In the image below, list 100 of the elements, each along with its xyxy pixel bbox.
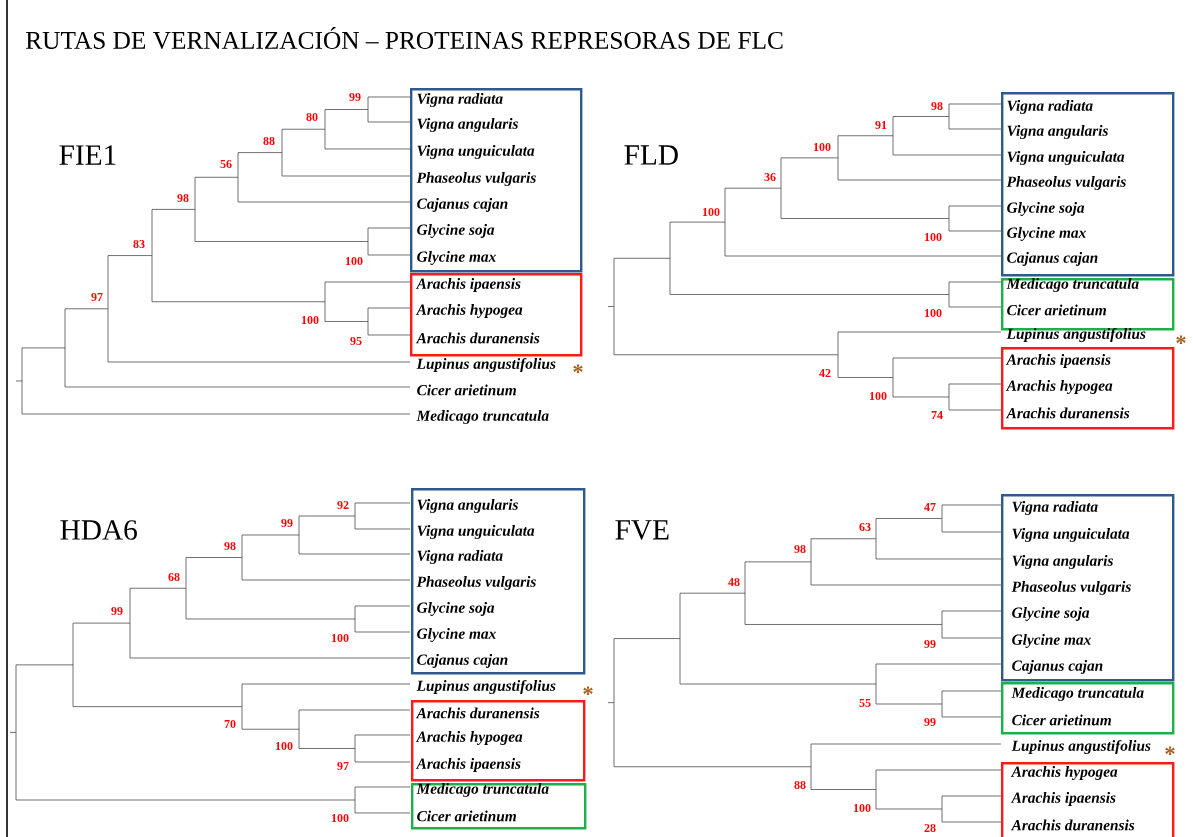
bootstrap-value: 98: [224, 541, 236, 551]
bootstrap-value: 83: [133, 239, 145, 249]
species-name: Lupinus angustifolius: [1006, 327, 1146, 342]
species-name: Cicer arietinum: [1012, 714, 1111, 726]
species-name: Medicago truncatula: [416, 410, 549, 424]
bootstrap-value: 74: [931, 411, 943, 419]
species-name: Glycine max: [1007, 227, 1086, 241]
species-name: Vigna unguiculata: [417, 145, 535, 159]
species-name: Vigna radiata: [1012, 501, 1098, 515]
species-name: Lupinus angustifolius: [1011, 739, 1151, 754]
bootstrap-value: 100: [331, 813, 349, 823]
group-box: [411, 700, 586, 782]
group-box: [1001, 92, 1175, 277]
species-name: Vigna radiata: [417, 93, 503, 107]
species-name: Arachis hypogea: [1005, 380, 1113, 394]
bootstrap-value: 100: [275, 741, 293, 751]
bootstrap-value: 95: [350, 336, 362, 346]
species-name: Vigna unguiculata: [1007, 151, 1125, 165]
species-name: Arachis hypogea: [415, 304, 523, 318]
species-name: Vigna unguiculata: [1012, 528, 1130, 542]
species-name: Medicago truncatula: [1006, 278, 1139, 292]
species-name: Vigna angularis: [1007, 125, 1108, 139]
species-name: Lupinus angustifolius: [416, 679, 556, 694]
species-name: Cajanus cajan: [1012, 660, 1103, 674]
group-box: [1001, 762, 1175, 837]
species-name: Vigna angularis: [417, 118, 518, 132]
bootstrap-value: 99: [281, 518, 293, 528]
asterisk: *: [1176, 335, 1186, 345]
bootstrap-value: 42: [819, 369, 831, 377]
bootstrap-value: 99: [924, 717, 936, 727]
species-name: Lupinus angustifolius: [416, 357, 556, 372]
bootstrap-value: 55: [859, 699, 871, 707]
species-name: Glycine max: [1012, 634, 1091, 648]
bootstrap-value: 98: [794, 544, 806, 554]
bootstrap-value: 97: [337, 761, 349, 771]
asterisk: *: [583, 686, 593, 696]
species-name: Arachis ipaensis: [1010, 792, 1116, 806]
group-box: [1001, 682, 1175, 735]
species-name: Cajanus cajan: [1007, 252, 1098, 266]
group-box: [410, 88, 583, 273]
species-name: Arachis hypogea: [1010, 766, 1118, 780]
species-name: Cajanus cajan: [417, 198, 508, 212]
species-name: Glycine soja: [417, 602, 495, 616]
panel-title: FVE: [615, 520, 669, 540]
bootstrap-value: 92: [337, 500, 349, 510]
bootstrap-value: 100: [331, 633, 349, 643]
bootstrap-value: 99: [111, 606, 123, 616]
species-name: Vigna unguiculata: [417, 525, 535, 539]
bootstrap-value: 100: [924, 308, 942, 318]
species-name: Arachis hypogea: [415, 731, 523, 745]
bootstrap-value: 100: [301, 315, 319, 325]
species-name: Arachis duranensis: [415, 332, 540, 344]
panel-title: FLD: [624, 145, 678, 165]
species-name: Arachis ipaensis: [1005, 354, 1111, 368]
group-box: [410, 273, 583, 357]
bootstrap-value: 100: [813, 142, 831, 152]
species-name: Glycine max: [417, 251, 496, 265]
species-name: Vigna angularis: [417, 499, 518, 513]
bootstrap-value: 97: [91, 292, 103, 302]
asterisk: *: [573, 364, 583, 374]
bootstrap-value: 63: [859, 522, 871, 532]
species-name: Phaseolus vulgaris: [1006, 176, 1126, 190]
species-name: Glycine soja: [1012, 607, 1090, 621]
bootstrap-value: 47: [924, 503, 936, 511]
group-box: [411, 783, 587, 830]
bootstrap-value: 36: [764, 172, 776, 182]
bootstrap-value: 91: [875, 120, 887, 130]
bootstrap-value: 48: [728, 577, 740, 587]
species-name: Arachis duranensis: [415, 707, 540, 719]
bootstrap-value: 68: [168, 572, 180, 582]
species-name: Arachis duranensis: [1010, 819, 1135, 831]
species-name: Cajanus cajan: [417, 654, 508, 668]
bootstrap-value: 88: [794, 780, 806, 790]
species-name: Medicago truncatula: [1011, 687, 1144, 701]
asterisk: *: [1165, 746, 1175, 756]
bootstrap-value: 99: [924, 639, 936, 649]
species-name: Vigna radiata: [1007, 100, 1093, 114]
diagram-title: RUTAS DE VERNALIZACIÓN – PROTEINAS REPRESORAS DE FLC: [26, 26, 783, 50]
bootstrap-value: 70: [224, 719, 236, 729]
species-name: Glycine soja: [417, 224, 495, 238]
bootstrap-value: 28: [924, 823, 936, 833]
species-name: Phaseolus vulgaris: [1011, 581, 1131, 595]
species-name: Glycine max: [417, 628, 496, 642]
bootstrap-value: 98: [931, 101, 943, 111]
group-box: [1001, 494, 1175, 682]
group-box: [411, 488, 586, 675]
group-box: [1001, 347, 1175, 430]
species-name: Medicago truncatula: [416, 783, 549, 797]
species-name: Vigna angularis: [1012, 555, 1113, 569]
bootstrap-value: 56: [220, 159, 232, 169]
bootstrap-value: 99: [349, 92, 361, 102]
species-name: Phaseolus vulgaris: [416, 576, 536, 590]
bootstrap-value: 88: [263, 136, 275, 146]
bootstrap-value: 100: [702, 207, 720, 217]
species-name: Phaseolus vulgaris: [416, 172, 536, 186]
species-name: Cicer arietinum: [417, 384, 516, 396]
species-name: Glycine soja: [1007, 202, 1085, 216]
species-name: Cicer arietinum: [417, 810, 516, 822]
bootstrap-value: 100: [345, 256, 363, 266]
bootstrap-value: 100: [924, 232, 942, 242]
